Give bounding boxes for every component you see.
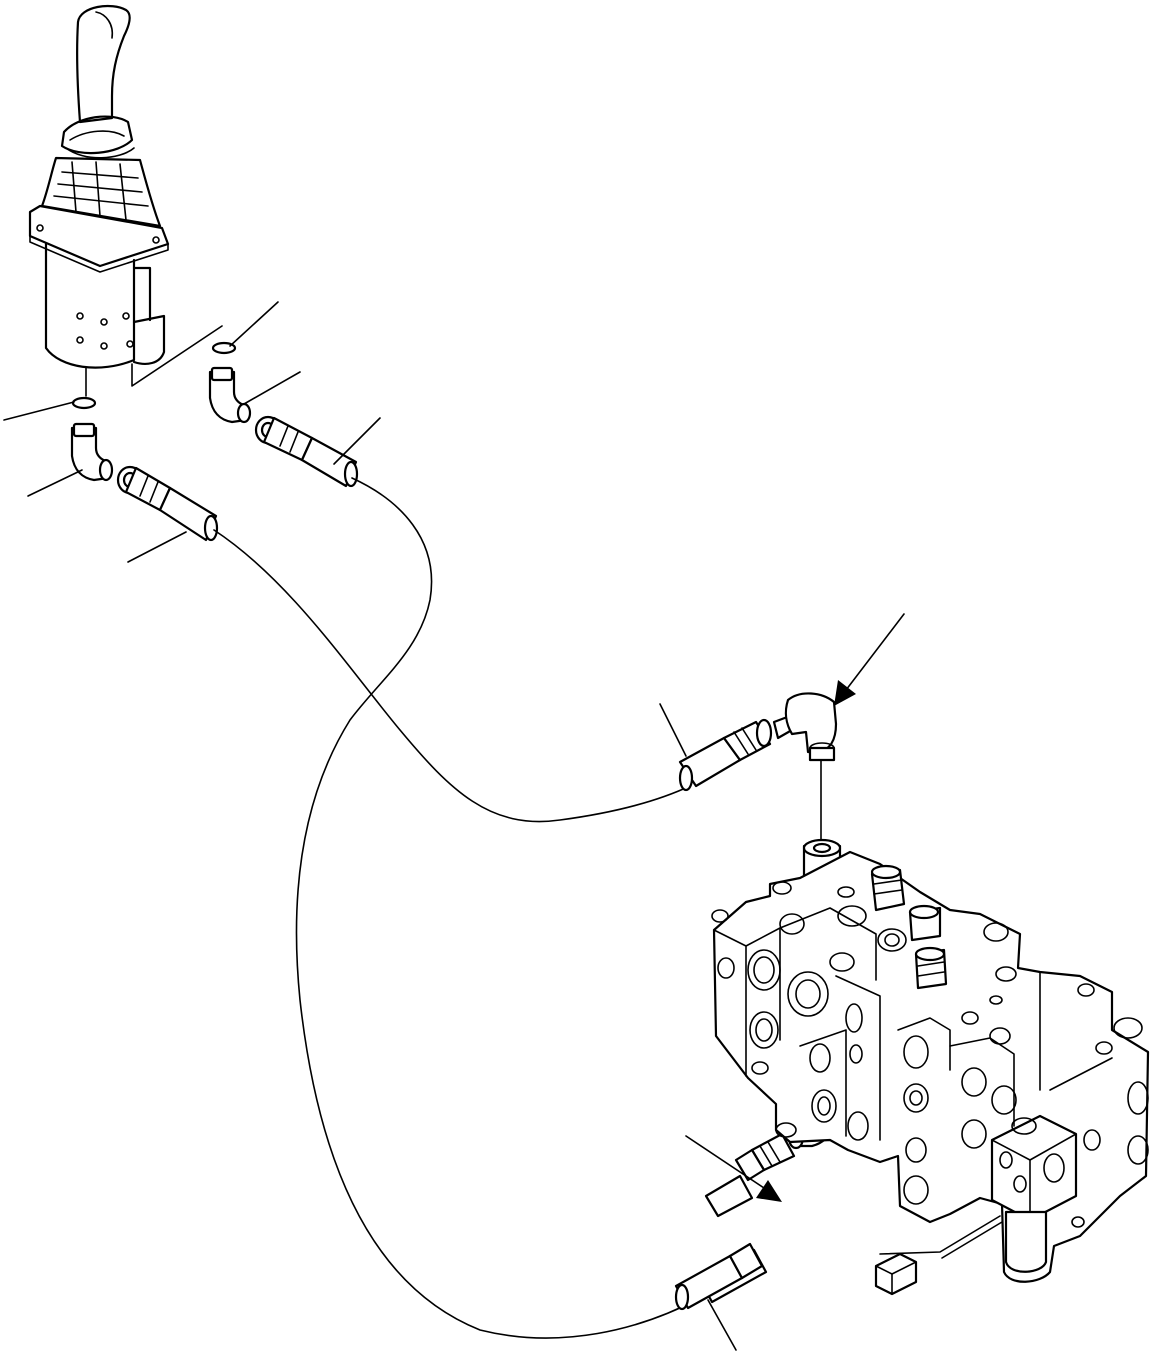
leader-o-ring-top: [230, 302, 278, 346]
leader-hose-left: [128, 532, 186, 562]
upper-valve-fitting: [680, 693, 836, 842]
o-ring-top: [213, 343, 235, 353]
callout-arrows: [686, 614, 904, 1202]
leader-hose-valve-lower: [708, 1300, 736, 1350]
hose-line-2: [297, 478, 700, 1338]
elbow-fitting-valve-upper: [786, 693, 836, 752]
leader-lines: [4, 302, 736, 1350]
hose-end-lower: [676, 1244, 762, 1309]
hoses: [214, 478, 700, 1338]
leader-elbow-top: [244, 372, 300, 404]
hose-end-top: [256, 417, 357, 486]
hose-end-left: [118, 467, 217, 540]
o-ring-left: [73, 398, 95, 408]
arrow-lower: [686, 1136, 782, 1202]
left-fitting-group: [72, 398, 217, 540]
arrow-upper: [834, 614, 904, 706]
joystick-assembly: [30, 6, 222, 396]
hose-line-1: [214, 530, 690, 822]
leader-elbow-left: [28, 470, 82, 496]
leader-o-ring-left: [4, 402, 74, 420]
top-fitting-group: [210, 343, 357, 486]
control-valve-block: [712, 840, 1148, 1294]
leader-hose-valve-upper: [660, 704, 686, 756]
leader-hose-top: [334, 418, 380, 464]
